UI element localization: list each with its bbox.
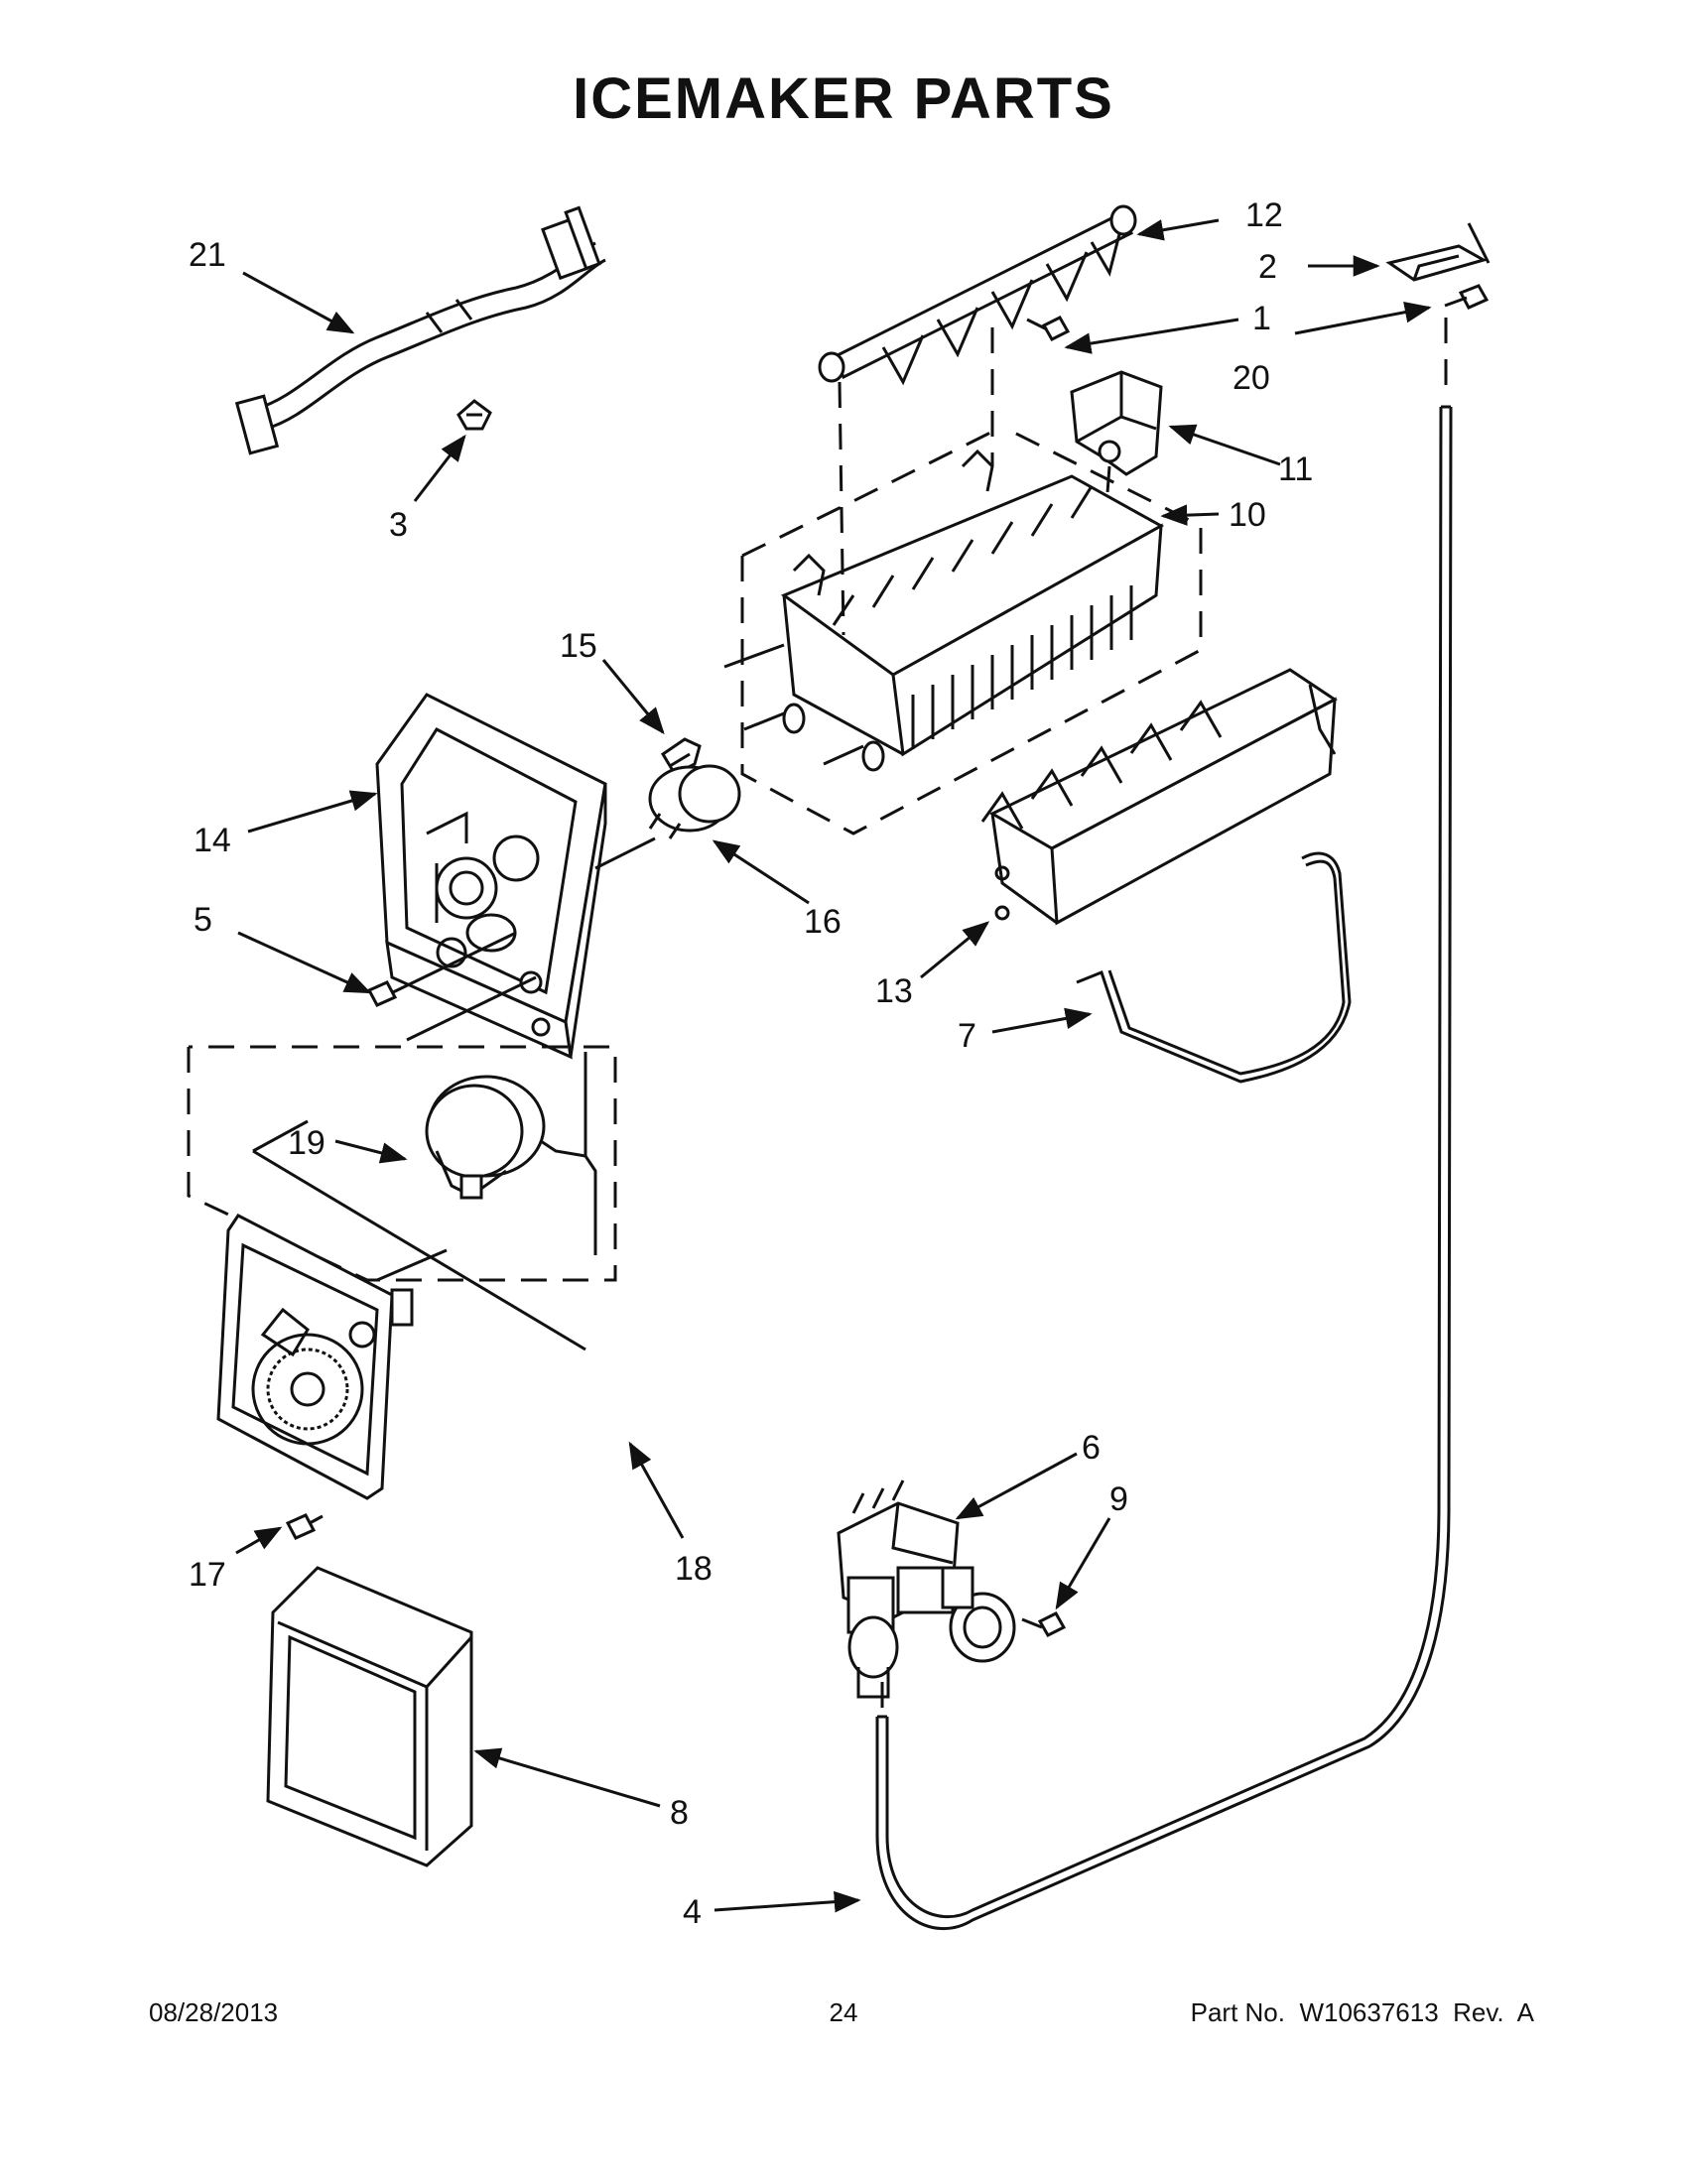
callout-18: 18 xyxy=(675,1550,713,1588)
callout-12: 12 xyxy=(1245,196,1283,234)
part-20-screw xyxy=(1444,284,1490,310)
part-8-cover xyxy=(266,1566,473,1867)
part-1-screw xyxy=(1026,316,1071,341)
part-3-clip xyxy=(456,399,492,431)
callout-19: 19 xyxy=(288,1124,325,1162)
part-16-thermostat xyxy=(594,764,741,870)
callout-21: 21 xyxy=(189,236,226,274)
part-2-bracket xyxy=(1385,222,1491,282)
part-17-screw xyxy=(285,1513,324,1540)
part-18-drive-plate xyxy=(216,1214,448,1500)
callout-9: 9 xyxy=(1109,1480,1128,1518)
part-4-water-tube xyxy=(875,405,1453,1931)
footer-part-number: Part No. W10637613 Rev. A xyxy=(1190,1997,1534,2027)
callout-11: 11 xyxy=(1278,450,1313,488)
part-21-wire-harness xyxy=(234,205,606,455)
page-title: ICEMAKER PARTS xyxy=(573,66,1114,131)
part-11-fill-cup xyxy=(1070,370,1163,476)
part-19-motor xyxy=(252,1052,597,1351)
callout-7: 7 xyxy=(958,1017,976,1055)
callout-4: 4 xyxy=(683,1893,702,1931)
footer-page-number: 24 xyxy=(829,1997,858,2027)
part-9-screw xyxy=(1021,1611,1067,1637)
callout-8: 8 xyxy=(670,1794,689,1832)
part-6-water-valve xyxy=(837,1479,1016,1699)
callout-labels: 21 3 12 2 1 20 11 10 15 14 16 5 13 7 19 … xyxy=(189,196,1313,1931)
callout-16: 16 xyxy=(804,903,842,941)
callout-6: 6 xyxy=(1082,1429,1101,1467)
callout-15: 15 xyxy=(560,627,597,665)
part-12-ejector xyxy=(818,204,1137,386)
callout-2: 2 xyxy=(1258,248,1277,286)
leader-arrows xyxy=(235,218,1432,1913)
callout-20: 20 xyxy=(1233,359,1270,397)
callout-1: 1 xyxy=(1252,300,1271,337)
callout-10: 10 xyxy=(1229,496,1266,534)
callout-14: 14 xyxy=(194,822,231,859)
footer-date: 08/28/2013 xyxy=(149,1997,279,2027)
part-7-shutoff-arm xyxy=(1076,851,1352,1084)
part-13-shroud xyxy=(980,668,1338,926)
callout-17: 17 xyxy=(189,1556,226,1594)
part-5-screw xyxy=(366,931,517,1007)
part-10-ice-mold xyxy=(723,449,1165,772)
callout-13: 13 xyxy=(875,972,913,1010)
callout-3: 3 xyxy=(389,506,408,544)
callout-5: 5 xyxy=(194,901,212,939)
part-14-control-housing xyxy=(375,693,607,1060)
